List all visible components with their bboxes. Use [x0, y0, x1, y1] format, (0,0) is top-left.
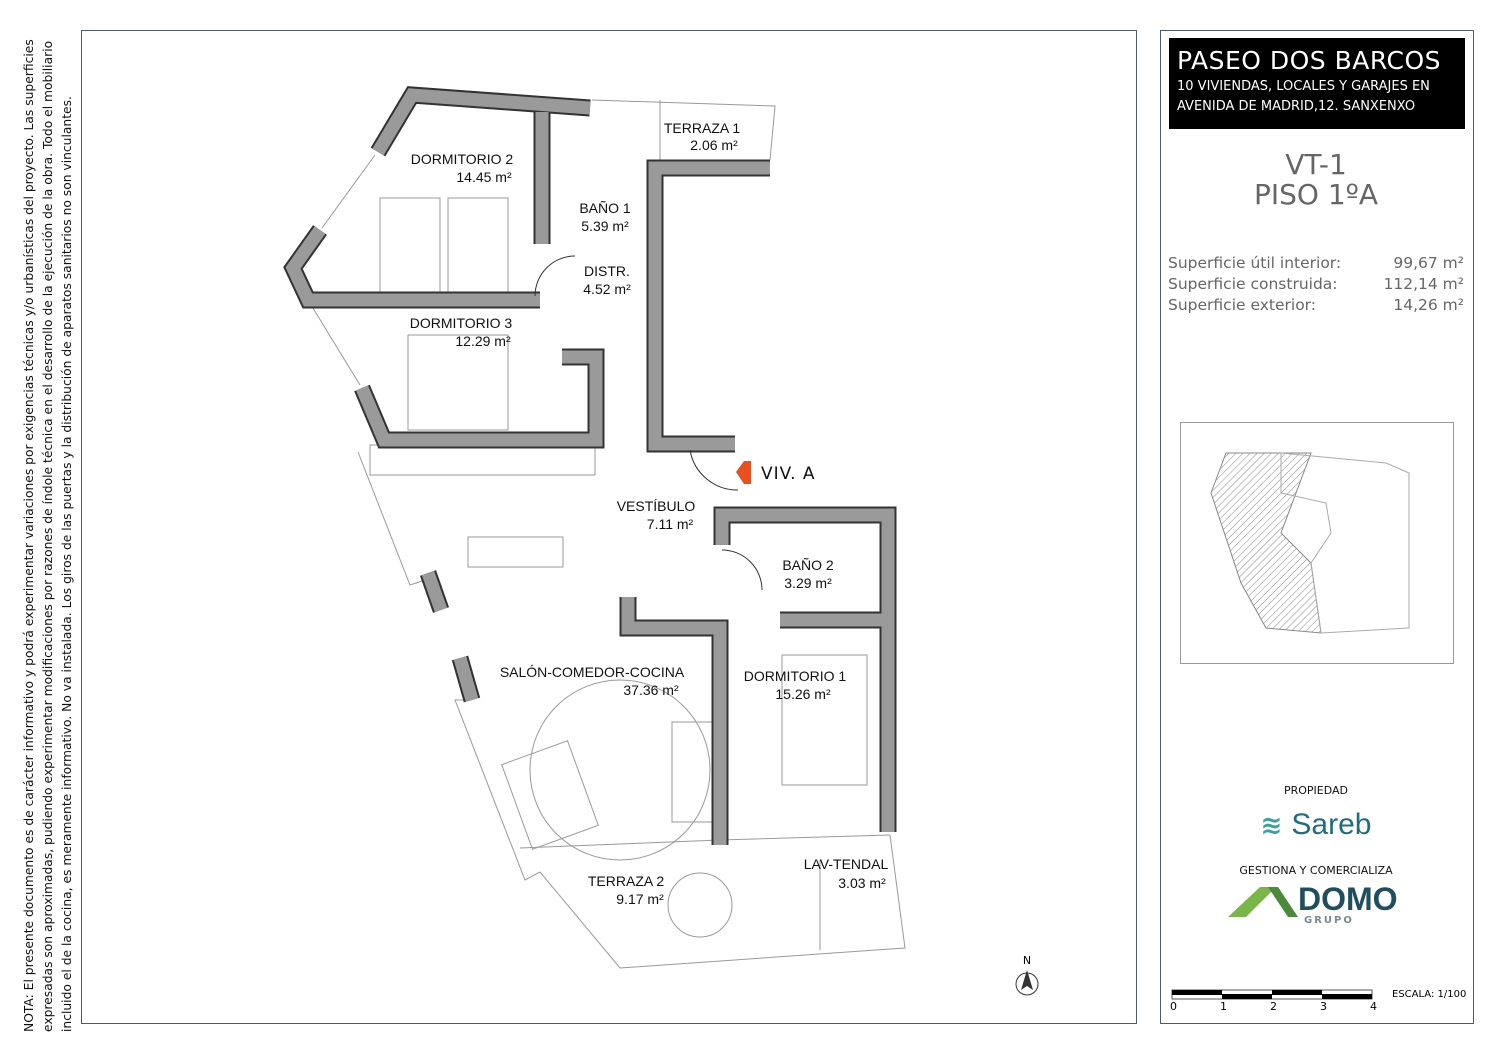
- room-name: TERRAZA 2: [588, 873, 664, 889]
- living-rug: [529, 679, 711, 861]
- room-name: LAV-TENDAL: [804, 856, 889, 872]
- door-swing: [689, 449, 739, 491]
- sofa: [501, 740, 599, 850]
- room-name: BAÑO 1: [579, 200, 631, 216]
- room-name: DISTR.: [584, 263, 630, 279]
- kitchen-island: [467, 536, 564, 568]
- entrance-label: VIV. A: [761, 464, 816, 484]
- window-line: [307, 154, 376, 386]
- project-title: PASEO DOS BARCOS: [1177, 46, 1441, 75]
- room-name: BAÑO 2: [782, 557, 834, 573]
- living-facade: [357, 451, 906, 969]
- key-plan: [1180, 422, 1454, 664]
- room-name: DORMITORIO 2: [411, 151, 514, 167]
- room-area: 4.52 m²: [583, 281, 631, 297]
- area-row: Superficie útil interior:99,67 m²: [1168, 254, 1464, 272]
- scale-label: ESCALA: 1/100: [1392, 989, 1467, 1000]
- room-area: 9.17 m²: [616, 891, 664, 907]
- terrace-2-outline: [519, 834, 891, 950]
- bed-dorm1: [781, 654, 868, 786]
- room-name: VESTÍBULO: [617, 498, 696, 514]
- room-area: 12.29 m²: [455, 333, 511, 349]
- bed-dorm2: [379, 197, 441, 299]
- unit-name: PISO 1ºA: [1253, 178, 1379, 211]
- room-name: DORMITORIO 3: [410, 315, 513, 331]
- room-area: 15.26 m²: [775, 686, 831, 702]
- room-area: 14.45 m²: [456, 169, 512, 185]
- room-area: 7.11 m²: [647, 516, 694, 532]
- sofa-2: [671, 721, 713, 823]
- sareb-logo: ≋ Sareb: [1260, 808, 1372, 841]
- room-name: DORMITORIO 1: [744, 668, 847, 684]
- bed-dorm3: [407, 334, 509, 431]
- bed-dorm2b: [447, 197, 509, 299]
- project-title-block: PASEO DOS BARCOS 10 VIVIENDAS, LOCALES Y…: [1169, 38, 1465, 129]
- scale-bar: 0 1 2 3 4 ESCALA: 1/100: [1170, 989, 1467, 1013]
- entrance-arrow-icon: [736, 461, 751, 484]
- owner-label: PROPIEDAD: [1283, 784, 1349, 797]
- room-area: 37.36 m²: [623, 682, 679, 698]
- room-area: 2.06 m²: [690, 137, 738, 153]
- kitchen-counter: [369, 444, 596, 476]
- manager-label: GESTIONA Y COMERCIALIZA: [1239, 864, 1393, 877]
- info-frame: [1160, 30, 1474, 1024]
- room-name: TERRAZA 1: [664, 120, 740, 136]
- door-swing: [721, 549, 763, 591]
- plan-frame: [81, 30, 1137, 1024]
- svg-text:N: N: [1023, 954, 1031, 967]
- room-name: SALÓN-COMEDOR-COCINA: [500, 664, 685, 680]
- area-row: Superficie construida:112,14 m²: [1168, 275, 1464, 293]
- round-table: [667, 872, 733, 938]
- room-area: 3.29 m²: [784, 575, 832, 591]
- area-row: Superficie exterior:14,26 m²: [1168, 296, 1464, 314]
- domo-logo: DOMO GRUPO: [1228, 881, 1408, 930]
- project-subtitle-1: 10 VIVIENDAS, LOCALES Y GARAJES EN: [1177, 79, 1430, 94]
- terrace-1-outline: [591, 99, 776, 161]
- room-area: 5.39 m²: [581, 218, 629, 234]
- room-area: 3.03 m²: [838, 875, 886, 891]
- project-subtitle-2: AVENIDA DE MADRID,12. SANXENXO: [1177, 99, 1416, 114]
- north-arrow-icon: N: [1015, 954, 1039, 996]
- unit-code: VT-1: [1285, 148, 1347, 181]
- door-swing: [534, 255, 576, 297]
- room-labels: TERRAZA 1 2.06 m² DORMITORIO 2 14.45 m² …: [410, 120, 889, 907]
